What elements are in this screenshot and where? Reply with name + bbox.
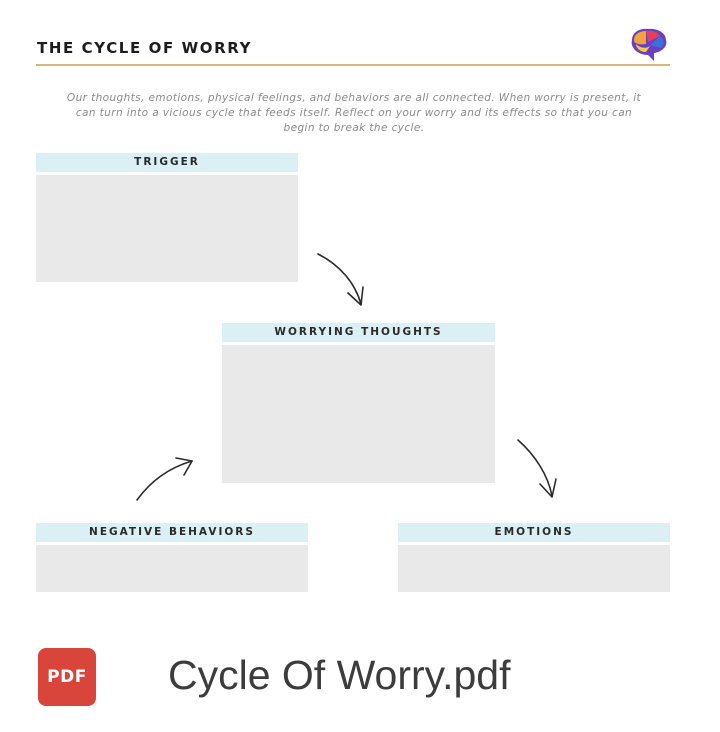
- negative-behaviors-response-box[interactable]: [36, 545, 308, 592]
- document-preview[interactable]: THE CYCLE OF WORRY Our thoughts, emotion…: [0, 0, 720, 612]
- document-title: THE CYCLE OF WORRY: [37, 39, 253, 57]
- trigger-response-box[interactable]: [36, 175, 298, 282]
- emotions-section: EMOTIONS: [398, 523, 670, 592]
- arrow-trigger-to-thoughts-icon: [317, 253, 364, 306]
- emotions-label: EMOTIONS: [398, 523, 670, 542]
- worrying-thoughts-response-box[interactable]: [222, 345, 495, 483]
- pdf-file-icon: PDF: [38, 648, 96, 706]
- trigger-label: TRIGGER: [36, 153, 298, 172]
- attachment-file-name[interactable]: Cycle Of Worry.pdf: [168, 652, 511, 698]
- worrying-thoughts-label: WORRYING THOUGHTS: [222, 323, 495, 342]
- brain-icon: [631, 28, 667, 61]
- negative-behaviors-label: NEGATIVE BEHAVIORS: [36, 523, 308, 542]
- intro-text: Our thoughts, emotions, physical feeling…: [66, 92, 642, 134]
- title-divider: [36, 64, 670, 66]
- worrying-thoughts-section: WORRYING THOUGHTS: [222, 323, 495, 483]
- negative-behaviors-section: NEGATIVE BEHAVIORS: [36, 523, 308, 592]
- trigger-section: TRIGGER: [36, 153, 298, 282]
- emotions-response-box[interactable]: [398, 545, 670, 592]
- cycle-arrows: [136, 253, 557, 501]
- arrow-thoughts-to-emotions-icon: [517, 439, 557, 498]
- attachment-row[interactable]: PDF Cycle Of Worry.pdf: [0, 612, 720, 732]
- arrow-behaviors-to-thoughts-icon: [136, 457, 193, 501]
